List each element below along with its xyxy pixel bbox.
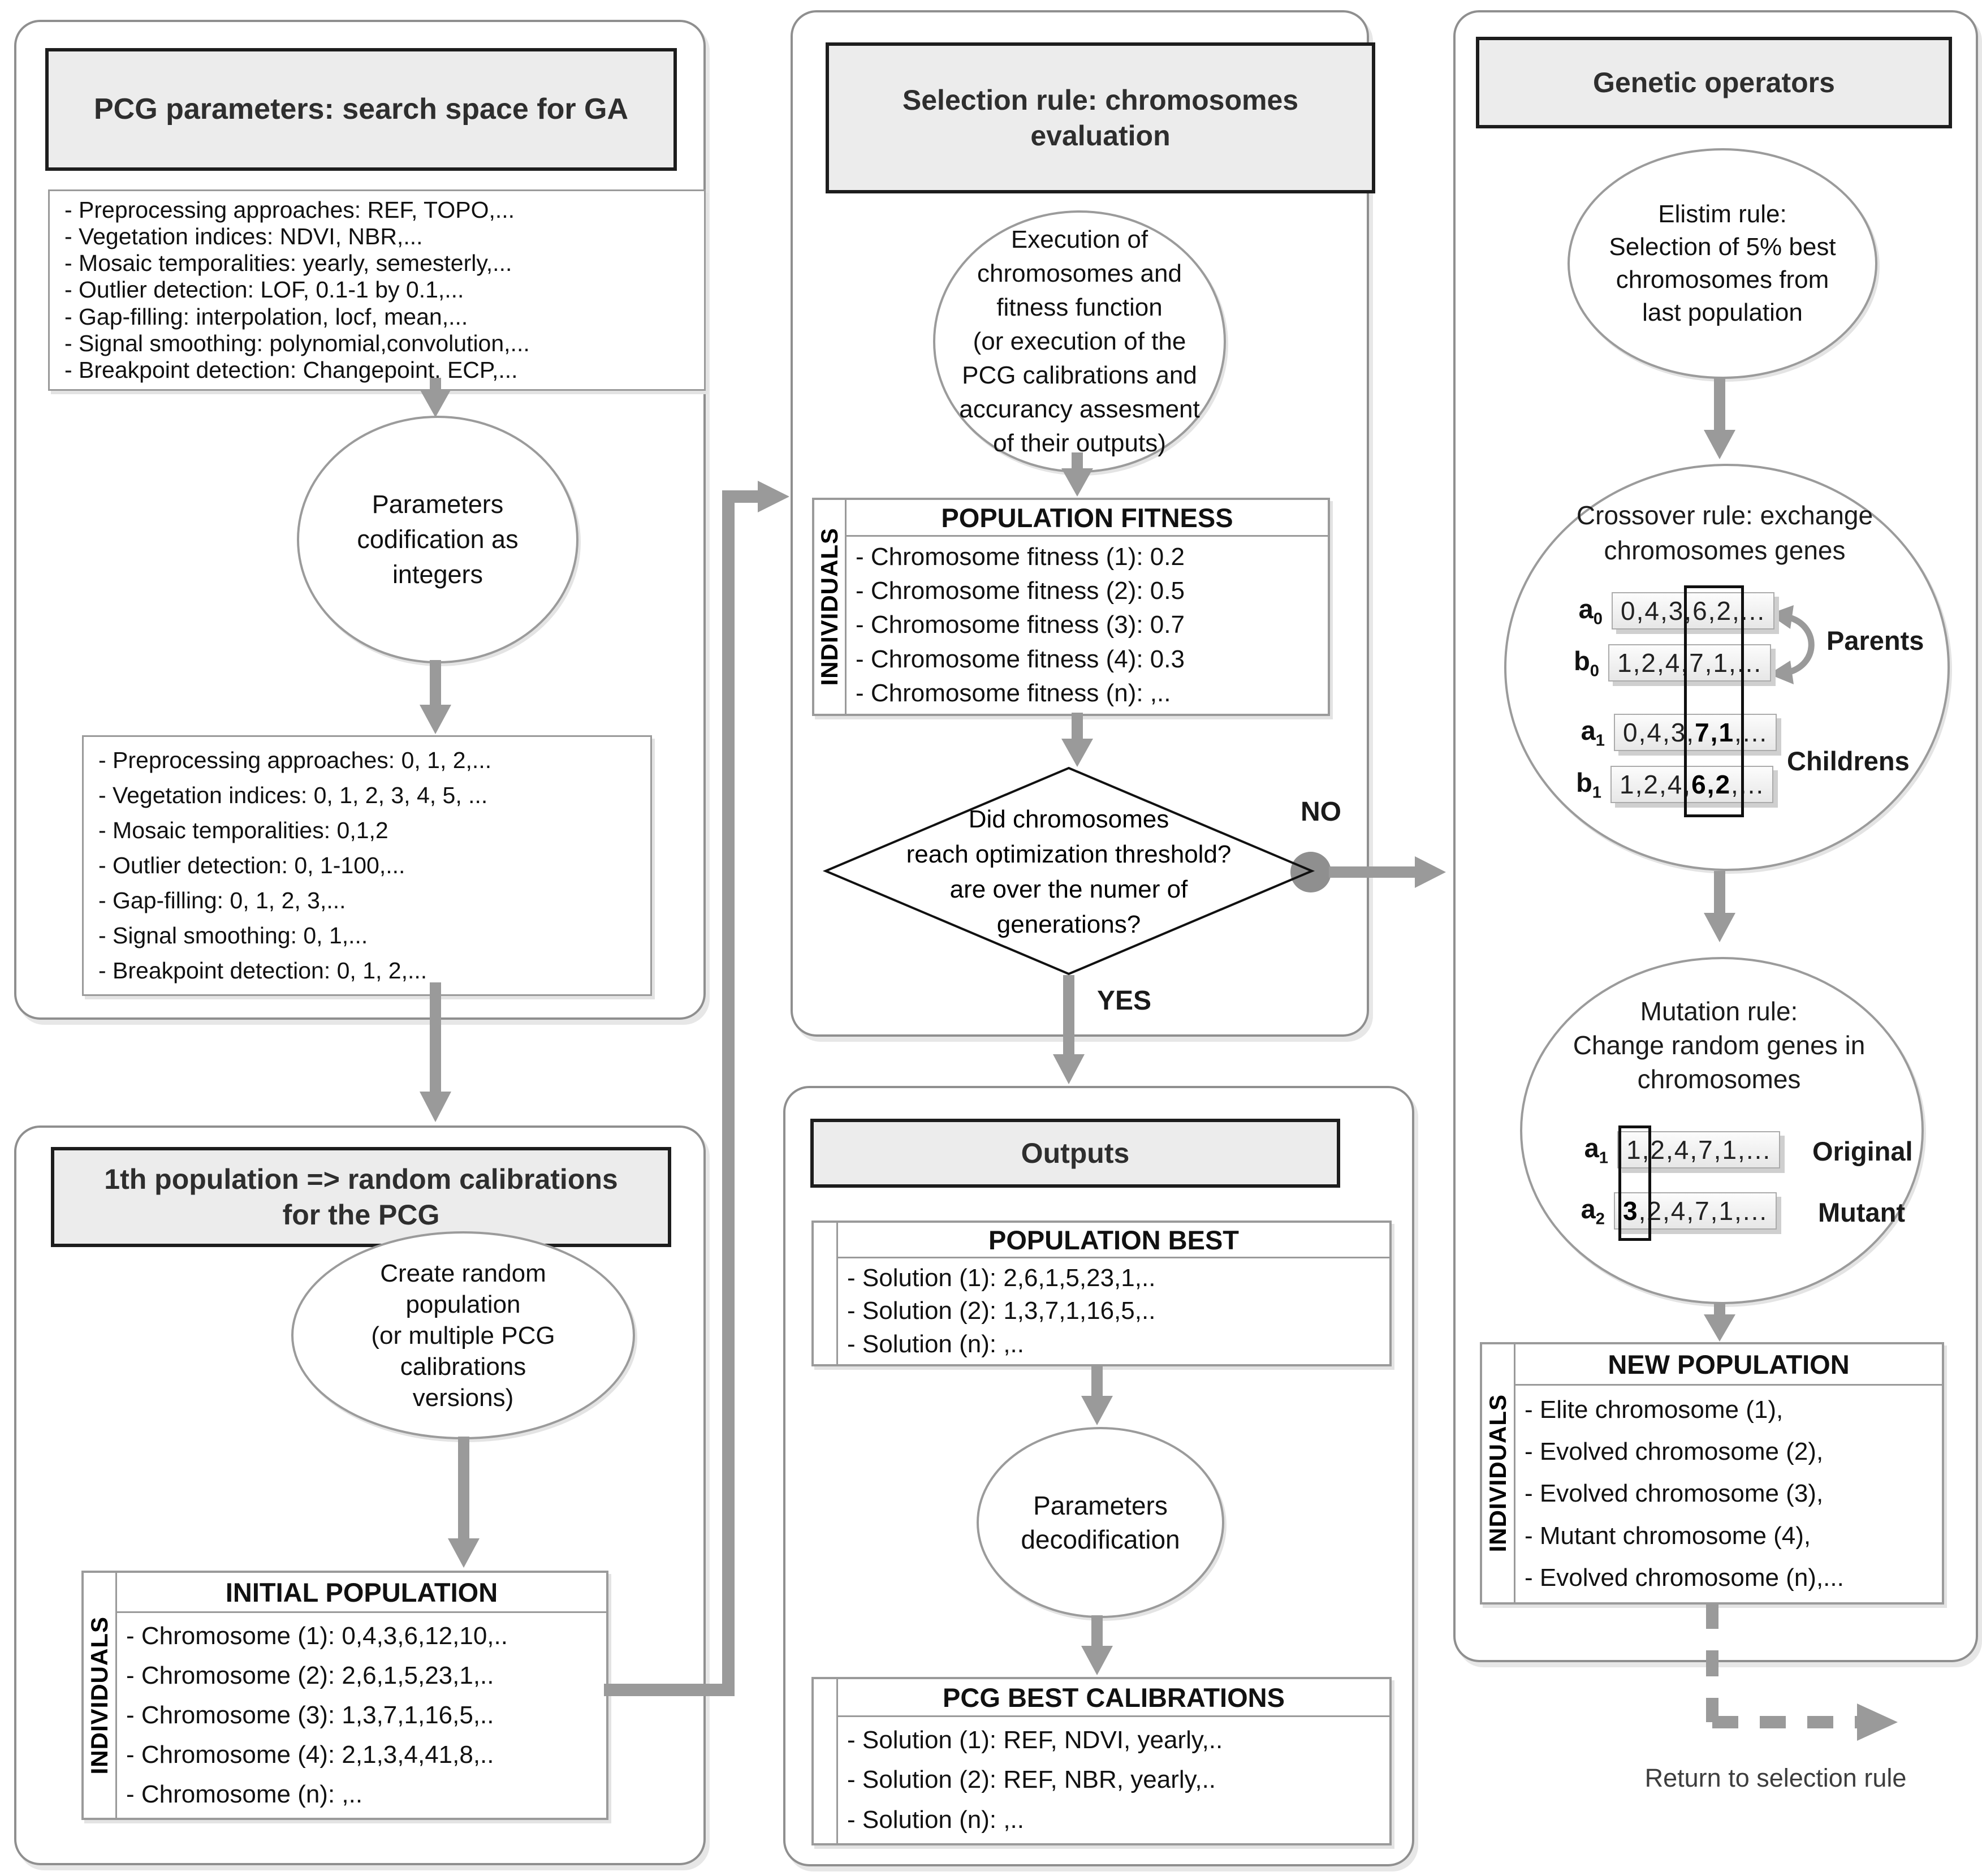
coded-param-item: - Signal smoothing: 0, 1,... xyxy=(98,922,368,949)
codification-circle: Parameters codification as integers xyxy=(297,416,578,663)
population-fitness-header: POPULATION FITNESS xyxy=(847,500,1328,537)
decodification-circle: Parameters decodification xyxy=(977,1427,1224,1618)
fitness-row: - Chromosome fitness (3): 0.7 xyxy=(856,611,1185,639)
return-to-selection-label: Return to selection rule xyxy=(1644,1763,1907,1792)
initial-population-table: INDIVIDUALS INITIAL POPULATION - Chromos… xyxy=(81,1571,608,1820)
child-chromosome-a1: a1 0,4,3,7,1,... xyxy=(1556,714,1777,751)
panel-selection-rule xyxy=(791,10,1369,1037)
new-population-row: - Elite chromosome (1), xyxy=(1525,1396,1784,1424)
new-population-row: - Mutant chromosome (4), xyxy=(1525,1521,1811,1550)
child-chromosome-b1: b1 1,2,4,6,2,... xyxy=(1553,766,1774,803)
new-population-table: INDIVIDUALS NEW POPULATION - Elite chrom… xyxy=(1480,1342,1944,1605)
calibration-row: - Solution (1): REF, NDVI, yearly,.. xyxy=(847,1726,1223,1754)
execution-circle: Execution of chromosomes and fitness fun… xyxy=(933,210,1226,473)
panel-outputs xyxy=(783,1086,1414,1866)
pcg-best-header: PCG BEST CALIBRATIONS xyxy=(838,1679,1389,1717)
chromosome-row: - Chromosome (1): 0,4,3,6,12,10,.. xyxy=(126,1622,508,1650)
coded-param-item: - Preprocessing approaches: 0, 1, 2,... xyxy=(98,747,492,773)
no-label: NO xyxy=(1301,797,1341,827)
create-population-circle: Create random population (or multiple PC… xyxy=(291,1231,635,1439)
mutant-chromosome-a2: a2 3,2,4,7,1,... xyxy=(1556,1192,1777,1230)
param-item: - Breakpoint detection: Changepoint, ECP… xyxy=(64,356,518,383)
fitness-row: - Chromosome fitness (2): 0.5 xyxy=(856,577,1185,605)
coded-param-item: - Gap-filling: 0, 1, 2, 3,... xyxy=(98,887,346,914)
new-population-row: - Evolved chromosome (2), xyxy=(1525,1438,1824,1466)
original-label: Original xyxy=(1812,1136,1913,1166)
param-item: - Signal smoothing: polynomial,convoluti… xyxy=(64,330,530,356)
solution-row: - Solution (1): 2,6,1,5,23,1,.. xyxy=(847,1264,1156,1292)
decision-text: Did chromosomes reach optimization thres… xyxy=(906,805,1232,938)
original-chromosome-a1: a1 1,2,4,7,1,... xyxy=(1560,1131,1781,1168)
outputs-title: Outputs xyxy=(810,1119,1340,1188)
chromosome-row: - Chromosome (2): 2,6,1,5,23,1,.. xyxy=(126,1662,494,1689)
mutant-label: Mutant xyxy=(1818,1197,1906,1227)
parents-label: Parents xyxy=(1826,626,1924,655)
table-side-strip xyxy=(814,1223,838,1364)
childrens-label: Childrens xyxy=(1787,746,1910,776)
fitness-row: - Chromosome fitness (n): ,.. xyxy=(856,679,1171,707)
pcg-best-calibrations-table: PCG BEST CALIBRATIONS - Solution (1): RE… xyxy=(811,1677,1392,1845)
crossover-gene-selection-rect xyxy=(1684,585,1744,817)
chromosome-row: - Chromosome (n): ,.. xyxy=(126,1780,363,1808)
coded-param-item: - Vegetation indices: 0, 1, 2, 3, 4, 5, … xyxy=(98,782,488,808)
param-item: - Outlier detection: LOF, 0.1-1 by 0.1,.… xyxy=(64,277,464,303)
coded-param-item: - Outlier detection: 0, 1-100,... xyxy=(98,852,405,878)
yes-label: YES xyxy=(1097,986,1152,1016)
parent-chromosome-b0: b0 1,2,4,7,1,... xyxy=(1551,644,1772,682)
first-population-title: 1th population => random calibrations fo… xyxy=(51,1147,671,1247)
individuals-side-label: INDIVIDUALS xyxy=(1482,1344,1515,1602)
coded-parameters-list: - Preprocessing approaches: 0, 1, 2,... … xyxy=(82,735,652,996)
population-best-table: POPULATION BEST - Solution (1): 2,6,1,5,… xyxy=(811,1221,1392,1366)
pcg-parameters-title: PCG parameters: search space for GA xyxy=(45,48,677,171)
mutation-title: Mutation rule: Change random genes in ch… xyxy=(1573,997,1866,1094)
new-population-row: - Evolved chromosome (3), xyxy=(1525,1480,1824,1508)
elitism-circle: Elistim rule: Selection of 5% best chrom… xyxy=(1568,148,1877,379)
coded-param-item: - Mosaic temporalities: 0,1,2 xyxy=(98,817,388,843)
chromosome-row: - Chromosome (3): 1,3,7,1,16,5,.. xyxy=(126,1701,494,1729)
population-fitness-table: INDIVIDUALS POPULATION FITNESS - Chromos… xyxy=(812,498,1330,716)
mutation-gene-selection-rect xyxy=(1618,1125,1651,1241)
fitness-row: - Chromosome fitness (1): 0.2 xyxy=(856,543,1185,571)
solution-row: - Solution (2): 1,3,7,1,16,5,.. xyxy=(847,1297,1156,1325)
fitness-row: - Chromosome fitness (4): 0.3 xyxy=(856,645,1185,673)
solution-row: - Solution (n): ,.. xyxy=(847,1330,1025,1358)
param-item: - Preprocessing approaches: REF, TOPO,..… xyxy=(64,197,515,223)
pcg-parameters-list: - Preprocessing approaches: REF, TOPO,..… xyxy=(48,189,706,391)
initial-population-header: INITIAL POPULATION xyxy=(117,1573,606,1613)
individuals-side-label: INDIVIDUALS xyxy=(814,500,847,714)
coded-param-item: - Breakpoint detection: 0, 1, 2,... xyxy=(98,958,428,984)
chromosome-row: - Chromosome (4): 2,1,3,4,41,8,.. xyxy=(126,1741,494,1769)
crossover-title: Crossover rule: exchange chromosomes gen… xyxy=(1576,501,1873,565)
population-best-header: POPULATION BEST xyxy=(838,1223,1389,1258)
param-item: - Vegetation indices: NDVI, NBR,... xyxy=(64,223,423,250)
new-population-row: - Evolved chromosome (n),... xyxy=(1525,1563,1844,1592)
param-item: - Mosaic temporalities: yearly, semester… xyxy=(64,250,512,277)
calibration-row: - Solution (2): REF, NBR, yearly,.. xyxy=(847,1766,1216,1794)
genetic-operators-title: Genetic operators xyxy=(1476,37,1952,128)
selection-rule-title: Selection rule: chromosomes evaluation xyxy=(826,42,1375,193)
parent-chromosome-a0: a0 0,4,3,6,2,... xyxy=(1554,592,1775,629)
individuals-side-label: INDIVIDUALS xyxy=(84,1573,117,1818)
new-population-header: NEW POPULATION xyxy=(1515,1344,1942,1386)
table-side-strip xyxy=(814,1679,838,1843)
param-item: - Gap-filling: interpolation, locf, mean… xyxy=(64,303,468,330)
calibration-row: - Solution (n): ,.. xyxy=(847,1805,1025,1834)
